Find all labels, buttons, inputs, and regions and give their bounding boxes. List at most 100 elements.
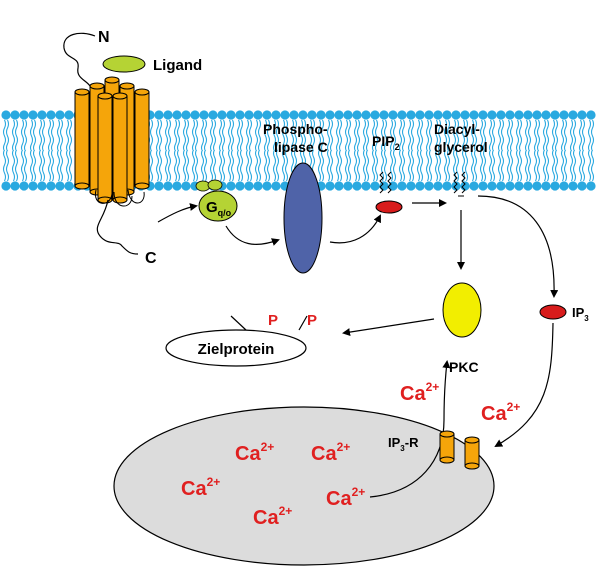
- receptor-helix: [134, 88, 150, 190]
- membrane-head: [10, 181, 20, 191]
- c-terminus-label: C: [145, 250, 157, 267]
- calcium-ion-label: Ca2+: [400, 380, 439, 405]
- membrane-head: [1, 110, 11, 120]
- calcium-ion-label: Ca2+: [326, 485, 365, 510]
- zielprotein: P P Zielprotein: [165, 312, 317, 367]
- arrow-calcium-to-pkc: [369, 360, 451, 498]
- membrane-head: [334, 181, 344, 191]
- membrane-head: [298, 110, 308, 120]
- arrow-pkc-to-zielprotein: [342, 318, 435, 337]
- membrane-head: [568, 181, 578, 191]
- membrane-head: [181, 181, 191, 191]
- membrane-head: [343, 110, 353, 120]
- ip3-molecule: [539, 304, 567, 320]
- gpcr-receptor: [74, 76, 150, 207]
- membrane-head: [271, 110, 281, 120]
- membrane-head: [181, 110, 191, 120]
- membrane-head: [316, 110, 326, 120]
- diacylglycerol-lipid: [453, 171, 466, 197]
- membrane-head: [37, 181, 47, 191]
- calcium-ion-label: Ca2+: [253, 504, 292, 529]
- membrane-head: [154, 181, 164, 191]
- membrane-head: [442, 181, 452, 191]
- membrane-head: [523, 110, 533, 120]
- receptor-helix: [74, 88, 90, 190]
- membrane-head: [397, 110, 407, 120]
- membrane-head: [406, 110, 416, 120]
- membrane-head: [388, 110, 398, 120]
- membrane-head: [1, 181, 11, 191]
- membrane-head: [64, 181, 74, 191]
- membrane-head: [469, 110, 479, 120]
- membrane-head: [460, 110, 470, 120]
- membrane-head: [343, 181, 353, 191]
- membrane-head: [10, 110, 20, 120]
- protein-kinase-c: [442, 282, 482, 338]
- membrane-head: [541, 110, 551, 120]
- membrane-head: [433, 110, 443, 120]
- membrane-head: [325, 181, 335, 191]
- pkc-label: PKC: [449, 359, 479, 375]
- membrane-head: [235, 181, 245, 191]
- membrane-head: [451, 110, 461, 120]
- membrane-head: [361, 110, 371, 120]
- arrow-plc-to-pip2: [329, 214, 381, 244]
- membrane-head: [244, 110, 254, 120]
- ip3-receptor-label: IP3-R: [388, 435, 419, 453]
- membrane-head: [577, 181, 587, 191]
- diacylglycerol-label: Diacyl- glycerol: [434, 121, 488, 155]
- membrane-head: [244, 181, 254, 191]
- g-protein-label: Gq/o: [206, 199, 232, 218]
- calcium-ion-label: Ca2+: [481, 400, 520, 425]
- membrane-head: [505, 181, 515, 191]
- membrane-head: [514, 110, 524, 120]
- membrane-head: [415, 110, 425, 120]
- calcium-ion-label: Ca2+: [181, 475, 220, 500]
- membrane-head: [487, 181, 497, 191]
- phosphate-label-2: P: [307, 312, 317, 329]
- membrane-head: [28, 181, 38, 191]
- membrane-head: [415, 181, 425, 191]
- membrane-head: [172, 181, 182, 191]
- receptor-n-terminus-chain: [63, 32, 96, 87]
- arrow-dag-to-ip3: [477, 195, 559, 298]
- membrane-head: [334, 110, 344, 120]
- receptor-helix: [97, 92, 113, 204]
- endoplasmic-reticulum: [113, 406, 495, 566]
- arrow-gprotein-to-plc: [225, 225, 280, 246]
- membrane-head: [397, 181, 407, 191]
- arrow-receptor-to-gprotein: [157, 203, 198, 223]
- membrane-head: [478, 110, 488, 120]
- membrane-head: [262, 181, 272, 191]
- phospholipase-c: [283, 162, 323, 274]
- phospholipase-c-label: Phospho- lipase C: [263, 121, 331, 155]
- membrane-head: [217, 110, 227, 120]
- membrane-head: [37, 110, 47, 120]
- membrane-head: [370, 181, 380, 191]
- membrane-head: [163, 110, 173, 120]
- membrane-head: [469, 181, 479, 191]
- ligand-label: Ligand: [153, 57, 202, 74]
- phosphate-label-1: P: [268, 312, 278, 329]
- membrane-head: [496, 181, 506, 191]
- membrane-head: [226, 181, 236, 191]
- membrane-head: [172, 110, 182, 120]
- membrane-head: [289, 110, 299, 120]
- membrane-head: [352, 181, 362, 191]
- membrane-head: [442, 110, 452, 120]
- membrane-head: [550, 181, 560, 191]
- pathway-arrows: [157, 195, 559, 498]
- ip3-label: IP3: [572, 305, 589, 323]
- calcium-ion-label: Ca2+: [311, 440, 350, 465]
- membrane-head: [208, 110, 218, 120]
- membrane-head: [46, 110, 56, 120]
- membrane-head: [226, 110, 236, 120]
- membrane-head: [271, 181, 281, 191]
- membrane-head: [586, 181, 596, 191]
- calcium-ion-label: Ca2+: [235, 440, 274, 465]
- membrane-head: [163, 181, 173, 191]
- membrane-head: [577, 110, 587, 120]
- membrane-head: [541, 181, 551, 191]
- membrane-head: [352, 110, 362, 120]
